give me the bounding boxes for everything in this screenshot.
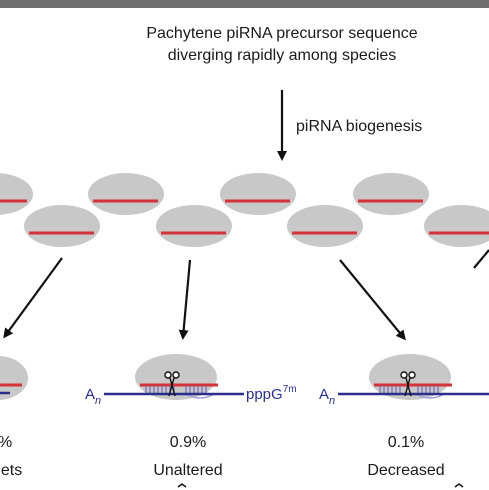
piwi-row	[0, 173, 489, 247]
piwi-complex	[220, 173, 296, 215]
cropped-arrow-stub	[177, 483, 187, 488]
target-percent: 0.9%	[170, 434, 206, 451]
target-complex-left	[0, 356, 28, 400]
piwi-complex	[287, 205, 363, 247]
piwi-complex	[353, 173, 429, 215]
biogenesis-label: piRNA biogenesis	[296, 118, 422, 135]
precursor-title-line1: Pachytene piRNA precursor sequence	[146, 25, 417, 42]
target-percent: 0.1%	[388, 434, 424, 451]
arrow-to-left-target	[3, 257, 63, 339]
base-pairing-ticks	[145, 386, 207, 393]
arrow-to-right-target	[473, 249, 489, 269]
piwi-complex	[0, 173, 33, 215]
piwi-complex	[156, 205, 232, 247]
target-complex-decreased: An	[319, 354, 489, 407]
scissors-icon	[164, 371, 180, 397]
cap-label: pppG7m	[246, 384, 297, 403]
arrow-to-decreased	[339, 259, 406, 341]
target-label: gets	[0, 462, 22, 479]
piwi-complex	[424, 205, 489, 247]
cropped-arrow-stub	[454, 483, 464, 488]
scissors-icon	[400, 371, 416, 397]
piwi-complex	[24, 205, 100, 247]
polyA-tail: An	[319, 386, 335, 407]
arrow-to-unaltered	[178, 259, 192, 340]
piwi-complex	[88, 173, 164, 215]
target-percent: %	[0, 434, 12, 451]
target-label: Unaltered	[153, 462, 222, 479]
target-complex-unaltered: An pppG7m	[85, 354, 297, 407]
target-label: Decreased	[367, 462, 444, 479]
polyA-tail: An	[85, 386, 101, 407]
top-bar	[0, 0, 489, 8]
precursor-title-line2: diverging rapidly among species	[168, 47, 397, 64]
base-pairing-ticks	[379, 386, 439, 393]
